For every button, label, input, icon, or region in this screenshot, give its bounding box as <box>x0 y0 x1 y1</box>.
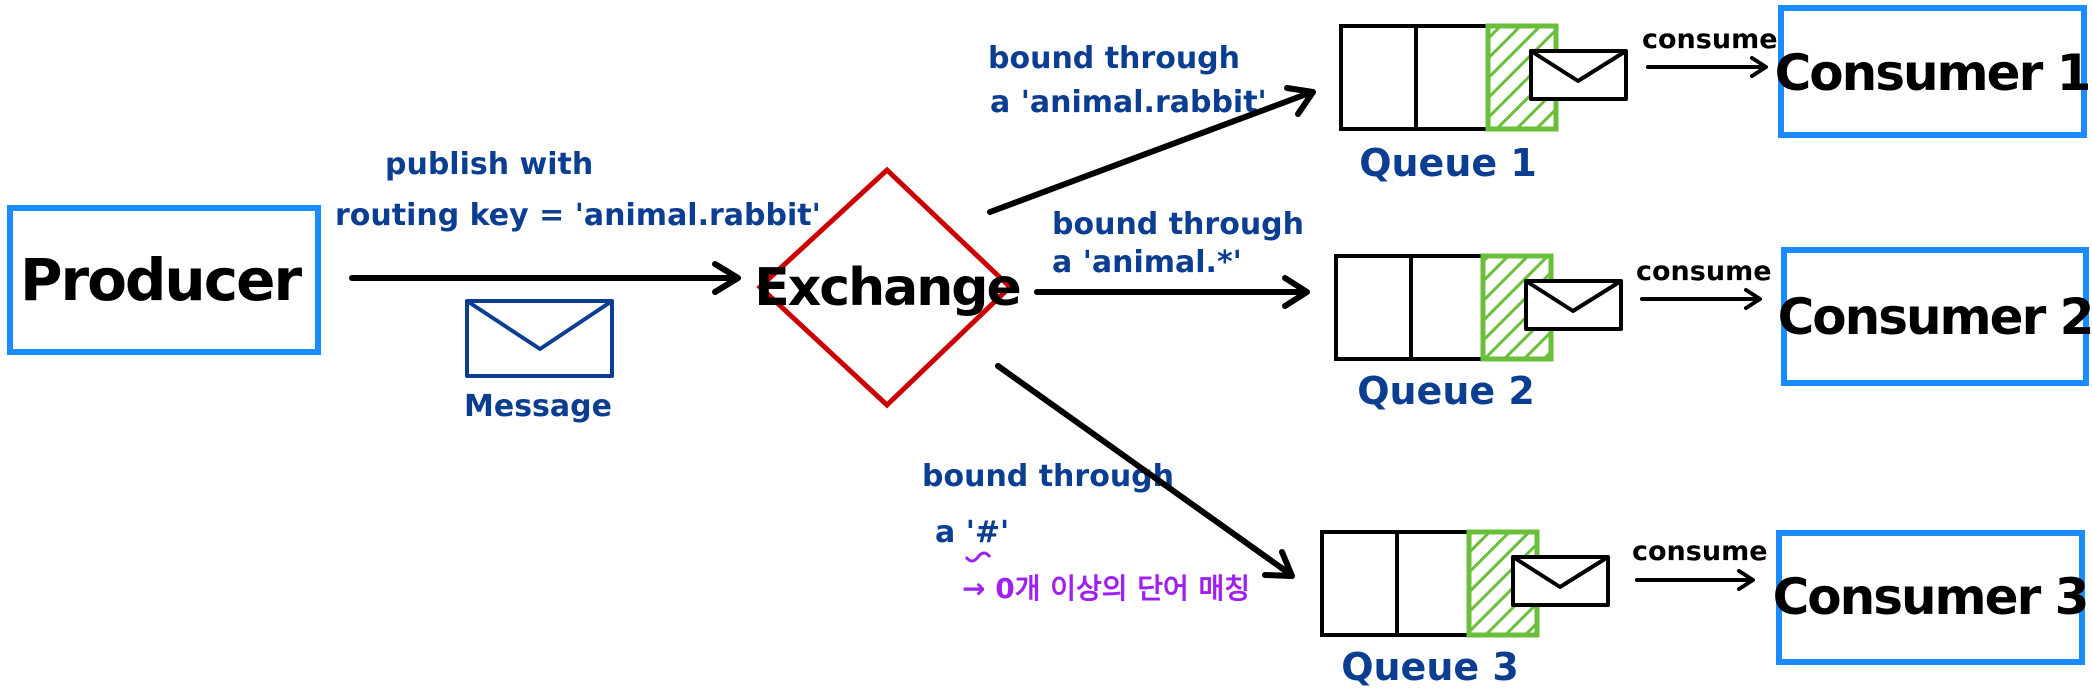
consume-arrow-1 <box>1646 56 1768 78</box>
binding-3-line2: a '#' <box>935 515 1009 550</box>
binding-1-line1: bound through <box>988 41 1240 76</box>
publish-arrow <box>349 261 741 295</box>
binding-3-arrow <box>995 363 1295 579</box>
queue-2 <box>1334 253 1623 362</box>
binding-3-note: → 0개 이상의 단어 매칭 <box>962 572 1250 605</box>
binding-1-line2: a 'animal.rabbit' <box>990 85 1267 120</box>
queue-1-label: Queue 1 <box>1359 141 1537 185</box>
binding-2-arrow <box>1034 275 1310 309</box>
message-envelope-icon <box>465 299 614 378</box>
exchange-label: Exchange <box>754 258 1020 318</box>
consume-arrow-2 <box>1640 288 1762 310</box>
binding-2-line2: a 'animal.*' <box>1052 245 1242 280</box>
consumer-1-label: Consumer 1 <box>1775 44 2090 102</box>
producer-label: Producer <box>20 246 302 314</box>
queue-1-envelope-icon <box>1529 49 1628 101</box>
exchange-diamond <box>756 166 1014 409</box>
consume-label-2: consume <box>1636 256 1772 287</box>
consumer-3-box <box>1776 530 2085 665</box>
message-label: Message <box>464 389 612 424</box>
consumer-3-label: Consumer 3 <box>1773 568 2088 626</box>
queue-3 <box>1320 529 1610 638</box>
producer-box <box>7 205 321 355</box>
queue-1 <box>1339 23 1628 132</box>
binding-1-arrow <box>987 85 1316 215</box>
queue-2-envelope-icon <box>1524 279 1623 331</box>
queue-2-label: Queue 2 <box>1357 369 1535 413</box>
consume-label-3: consume <box>1632 536 1768 567</box>
queue-3-label: Queue 3 <box>1341 645 1519 689</box>
consumer-2-label: Consumer 2 <box>1778 288 2092 346</box>
publish-note-line2: routing key = 'animal.rabbit' <box>335 198 821 233</box>
consumer-2-box <box>1781 247 2089 386</box>
consume-label-1: consume <box>1642 24 1778 55</box>
consume-arrow-3 <box>1635 569 1755 591</box>
binding-2-line1: bound through <box>1052 207 1304 242</box>
consumer-1-box <box>1778 5 2087 138</box>
wildcard-underline <box>964 551 992 563</box>
queue-3-envelope-icon <box>1511 555 1610 607</box>
publish-note-line1: publish with <box>385 147 593 182</box>
